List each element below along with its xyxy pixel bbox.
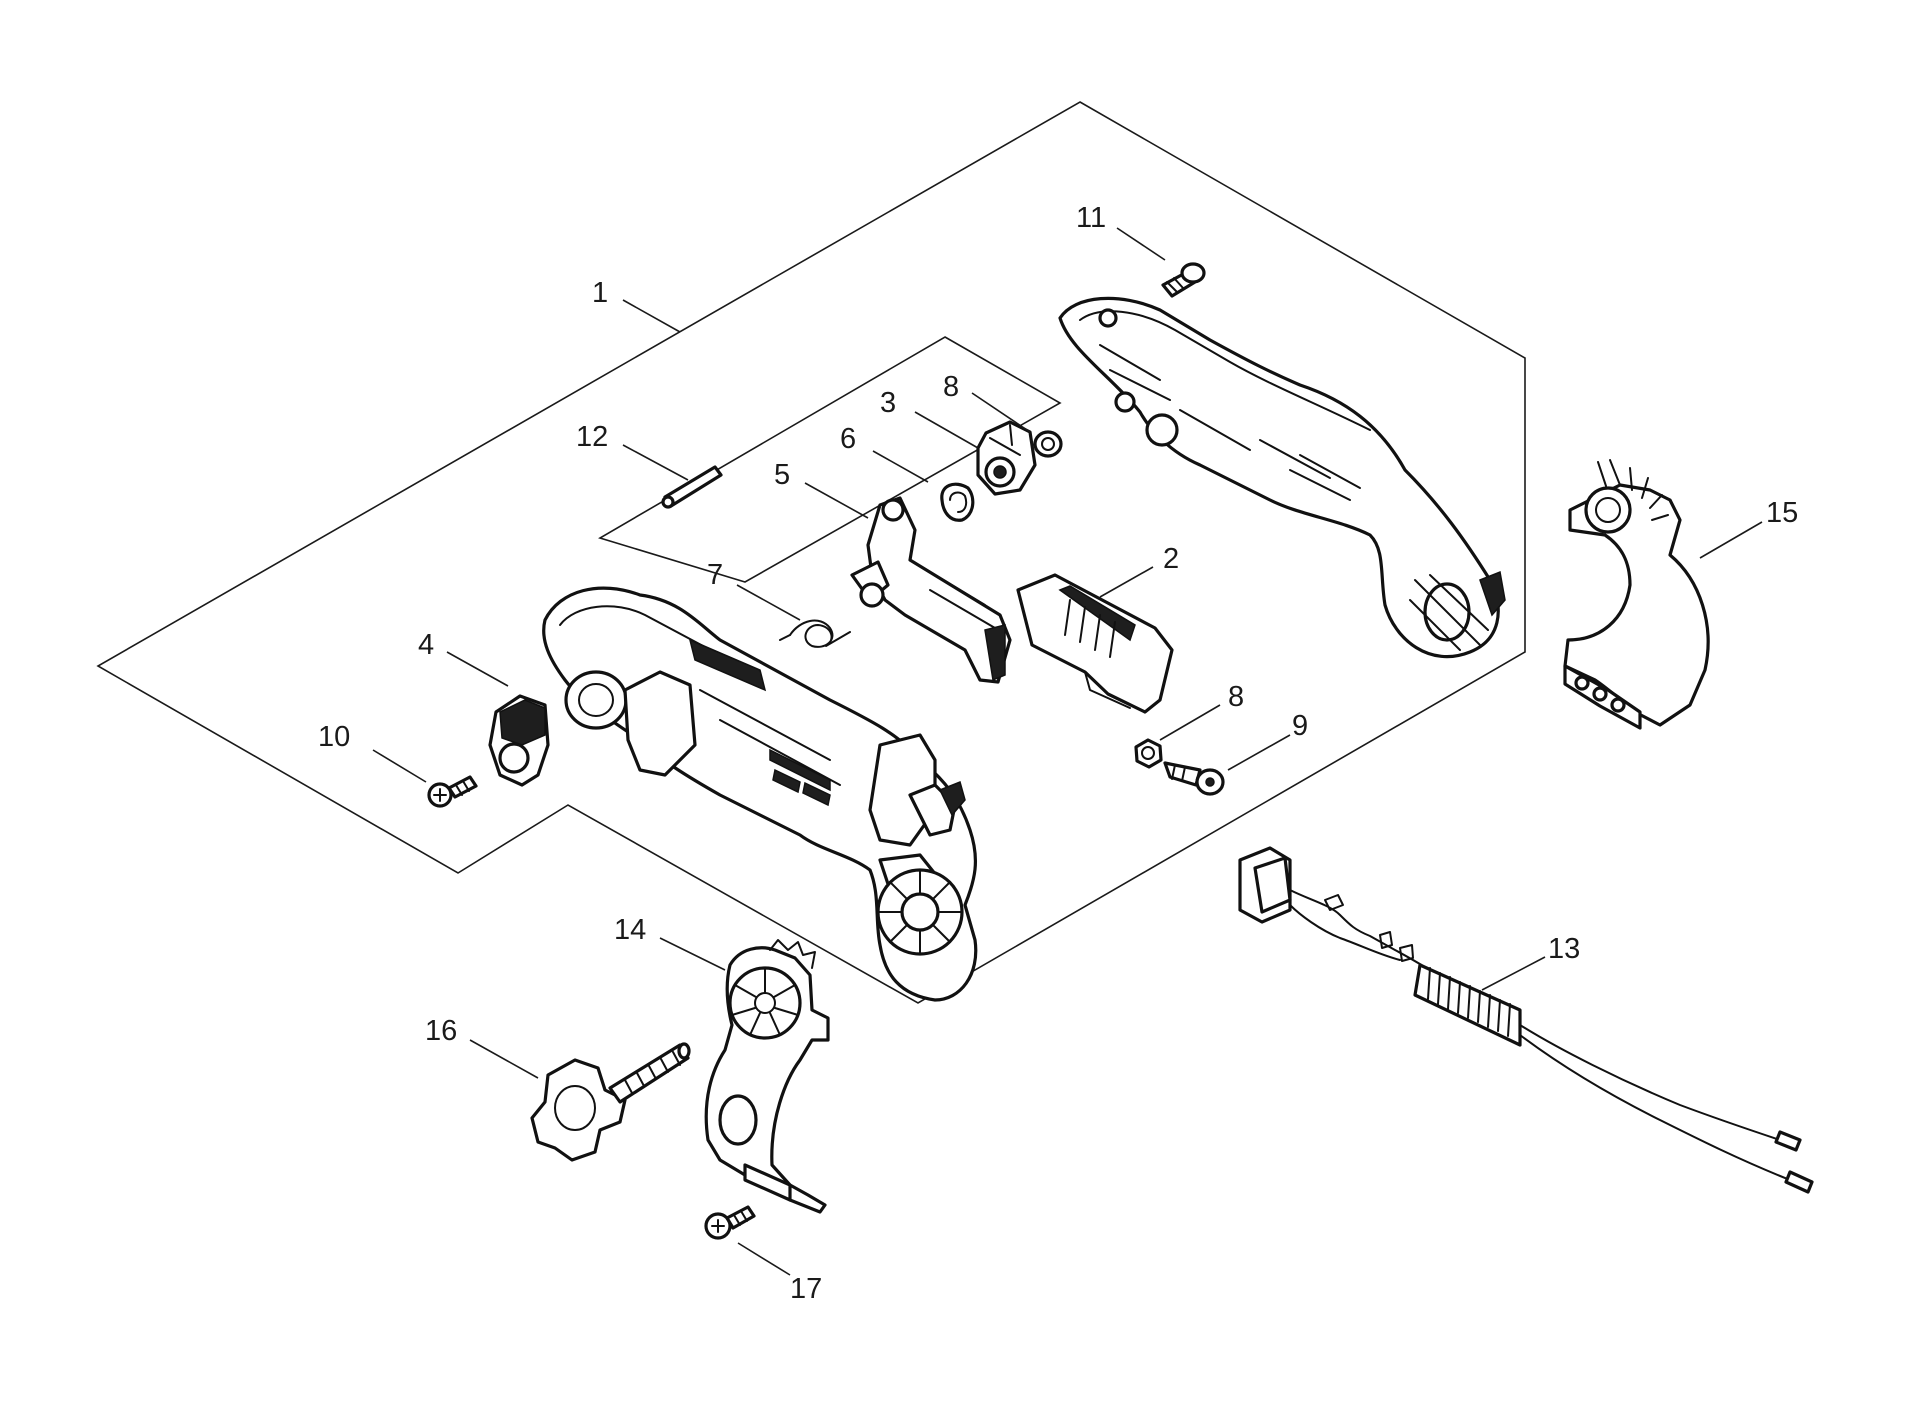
leader-11 (1116, 227, 1166, 261)
leader-13 (1481, 956, 1546, 991)
leader-14 (659, 937, 726, 971)
label-4: 4 (418, 629, 434, 661)
label-2: 2 (1163, 543, 1179, 575)
label-12: 12 (576, 421, 608, 453)
leader-17 (737, 1242, 791, 1276)
part-6-ring (940, 482, 975, 522)
part-12-pin (661, 465, 723, 509)
part-7-spring (779, 619, 851, 648)
clamp-14-spokes (731, 967, 799, 1036)
leader-12 (622, 444, 689, 481)
leader-15 (1699, 521, 1763, 559)
handle-left-gear-teeth (877, 869, 963, 955)
clamp-15-gear-teeth (1597, 459, 1669, 521)
part-2-cover (1016, 573, 1174, 714)
part-11-screw (1161, 262, 1206, 298)
part-8-nut-lower (1134, 738, 1163, 769)
part-3-switch (976, 420, 1037, 496)
leader-16 (469, 1039, 539, 1079)
label-11: 11 (1076, 202, 1106, 234)
part-15-clamp (1563, 459, 1710, 730)
part-10-screw (427, 775, 478, 808)
label-3: 3 (880, 387, 896, 419)
cable-sheath (1413, 963, 1522, 1047)
label-13: 13 (1548, 933, 1580, 965)
label-15: 15 (1766, 497, 1798, 529)
part-5-trigger (850, 496, 1012, 684)
label-7: 7 (707, 559, 723, 591)
leader-7 (736, 584, 801, 621)
label-16: 16 (425, 1015, 457, 1047)
leader-9 (1227, 734, 1291, 771)
handle-half-left (542, 586, 978, 1002)
leader-1 (622, 299, 681, 333)
part-4-button (488, 694, 550, 787)
label-17: 17 (790, 1273, 822, 1305)
label-8-lower: 8 (1228, 681, 1244, 713)
leader-10 (372, 749, 427, 783)
part-8-nut-upper (1033, 430, 1063, 458)
label-10: 10 (318, 721, 350, 753)
part-14-clamp (704, 939, 830, 1214)
assembly-outline-main (96, 101, 1526, 1004)
leader-6 (872, 450, 929, 483)
leader-2 (1099, 566, 1154, 598)
leader-4 (446, 651, 509, 687)
leader-5 (804, 482, 869, 519)
part-13-cable-switch (1238, 846, 1814, 1194)
label-9: 9 (1292, 710, 1308, 742)
label-6: 6 (840, 423, 856, 455)
label-5: 5 (774, 459, 790, 491)
label-1: 1 (592, 277, 608, 309)
part-16-knob (530, 1042, 691, 1162)
part-9-bolt (1163, 761, 1225, 796)
label-14: 14 (614, 914, 646, 946)
leader-8a (971, 392, 1031, 433)
part-17-screw (704, 1205, 756, 1240)
leader-3 (914, 411, 979, 449)
leader-8b (1159, 704, 1221, 741)
label-8-upper: 8 (943, 371, 959, 403)
handle-half-right (1058, 296, 1506, 659)
